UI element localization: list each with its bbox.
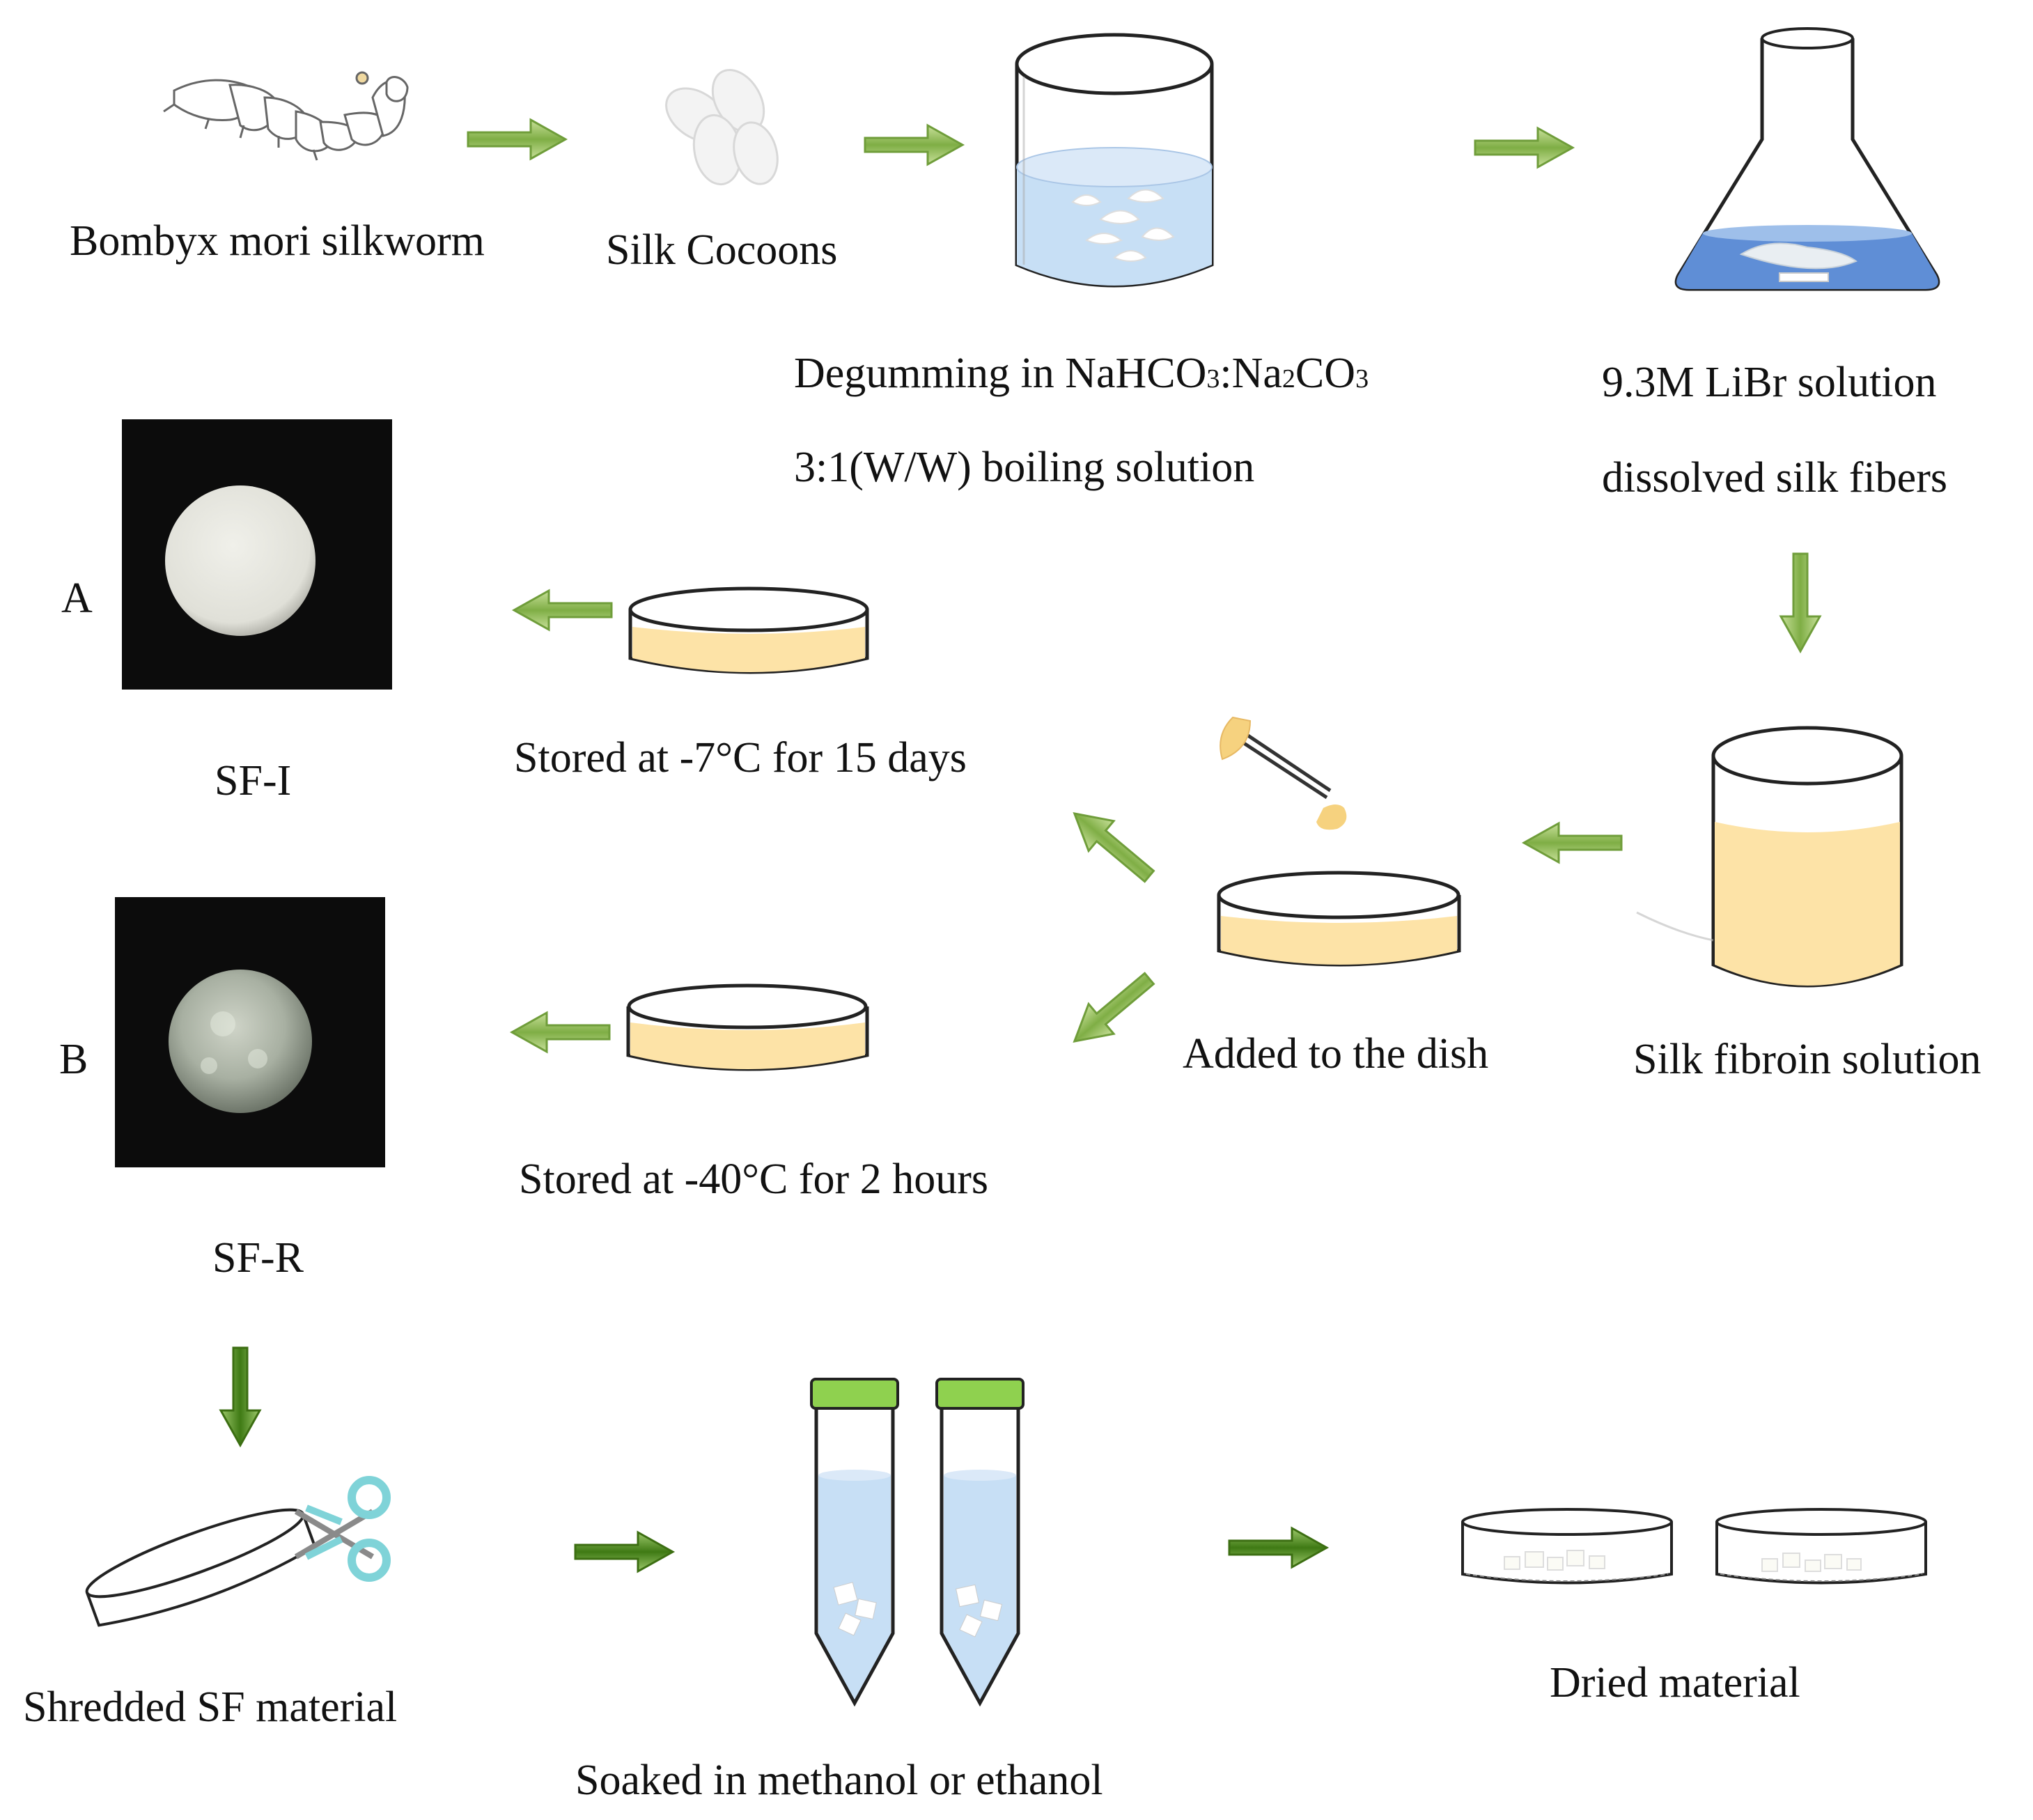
arrow-down-icon	[219, 1346, 261, 1447]
arrow-right-icon	[467, 118, 567, 160]
arrow-left-icon	[513, 589, 613, 631]
dried-dish-icon	[1715, 1508, 1927, 1585]
arrow-right-icon	[864, 124, 964, 166]
label-letter-b: B	[59, 1036, 88, 1083]
label-fibroin: Silk fibroin solution	[1633, 1036, 1981, 1083]
arrow-right-icon	[1474, 127, 1574, 169]
degumming-beaker-icon	[1015, 33, 1214, 288]
tilted-dish-icon	[85, 1508, 317, 1627]
flask-icon	[1674, 27, 1940, 291]
label-sf-r: SF-R	[212, 1234, 304, 1282]
arrow-left-icon	[511, 1011, 611, 1053]
sample-disc-b	[169, 970, 312, 1113]
fibroin-beaker-icon	[1636, 726, 1903, 988]
dried-dish-icon	[1461, 1508, 1673, 1585]
arrow-down-left-icon	[1061, 963, 1163, 1057]
silkworm-icon	[163, 71, 409, 161]
label-degumming-line1: Degumming in NaHCO3:Na2CO3	[794, 350, 1369, 397]
label-soaked: Soaked in methanol or ethanol	[575, 1757, 1103, 1804]
label-stored-b: Stored at -40°C for 2 hours	[519, 1156, 988, 1203]
label-letter-a: A	[61, 575, 93, 622]
petri-dish-icon	[628, 586, 869, 674]
label-degumming-line2: 3:1(W/W) boiling solution	[794, 444, 1255, 491]
label-libr-line2: dissolved silk fibers	[1602, 454, 1947, 501]
centrifuge-tube-icon	[810, 1378, 899, 1707]
arrow-right-icon	[574, 1531, 674, 1573]
petri-dish-icon	[626, 983, 869, 1071]
label-cocoons: Silk Cocoons	[606, 226, 838, 274]
cocoon-icon	[665, 68, 779, 186]
label-dried: Dried material	[1550, 1659, 1800, 1706]
arrow-left-icon	[1522, 822, 1623, 864]
arrow-right-icon	[1228, 1527, 1328, 1569]
label-stored-a: Stored at -7°C for 15 days	[514, 734, 967, 781]
label-shredded: Shredded SF material	[23, 1683, 398, 1731]
sample-disc-a	[165, 485, 316, 636]
scissors-icon	[294, 1476, 391, 1582]
label-silkworm: Bombyx mori silkworm	[70, 217, 485, 265]
arrow-down-icon	[1779, 552, 1821, 653]
centrifuge-tube-icon	[935, 1378, 1025, 1707]
label-libr-line1: 9.3M LiBr solution	[1602, 359, 1937, 406]
arrow-up-left-icon	[1061, 798, 1163, 892]
pipette-icon	[1220, 716, 1347, 830]
label-added: Added to the dish	[1183, 1030, 1489, 1078]
label-sf-i: SF-I	[215, 757, 292, 804]
central-dish-icon	[1217, 871, 1461, 967]
